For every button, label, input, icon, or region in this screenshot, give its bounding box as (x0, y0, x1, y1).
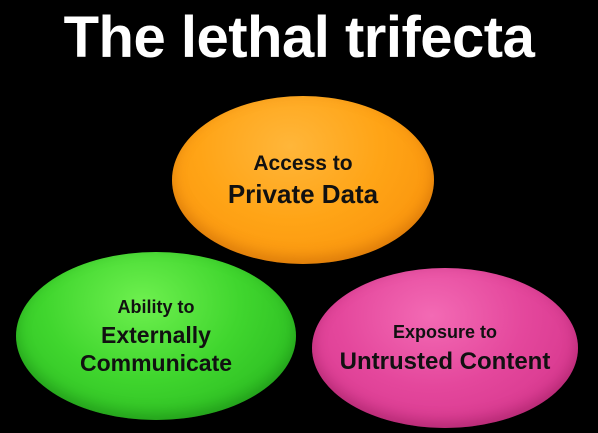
untrusted-content-label-small: Exposure to (392, 322, 498, 342)
private-data-label-large: Private Data (227, 179, 379, 209)
external-communication-label-small: Ability to (117, 297, 195, 317)
private-data-circle: Access to Private Data (172, 96, 434, 264)
external-communication-label-large-2: Communicate (79, 350, 233, 376)
external-communication-circle: Ability to Externally Communicate (16, 252, 296, 420)
untrusted-content-label-large: Untrusted Content (339, 348, 551, 375)
untrusted-content-circle: Exposure to Untrusted Content (312, 268, 578, 428)
private-data-label-small: Access to (253, 152, 353, 175)
external-communication-label-large-1: Externally (101, 322, 211, 348)
slide-title: The lethal trifecta (63, 5, 535, 70)
